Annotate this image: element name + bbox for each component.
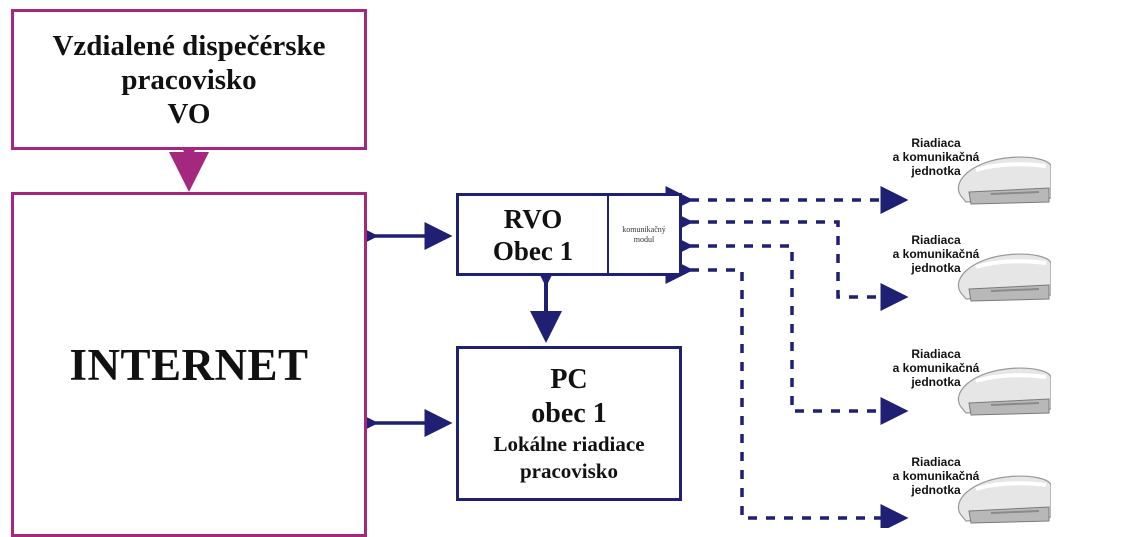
rvo-unit-3-link <box>665 232 909 425</box>
unit-label: Riadiaca a komunikačná jednotka <box>876 347 996 389</box>
unit-label-line-1: Riadiaca <box>911 136 961 150</box>
pc-sub-line-1: Lokálne riadiace <box>493 431 645 456</box>
unit-label-line-2: a komunikačná <box>892 150 980 164</box>
pc-sub-line-2: pracovisko <box>519 458 618 483</box>
rvo-label-line-1: RVO <box>503 203 563 234</box>
rvo-unit-2-link <box>665 208 909 311</box>
pc-label-line-1: PC <box>550 363 588 395</box>
unit-label-line-1: Riadiaca <box>911 233 961 247</box>
remote-dispatch-box: Vzdialené dispečérske pracovisko VO <box>11 9 367 150</box>
unit-label: Riadiaca a komunikačná jednotka <box>876 455 996 497</box>
pc-label-line-2: obec 1 <box>531 397 607 429</box>
unit-label: Riadiaca a komunikačná jednotka <box>876 233 996 275</box>
control-unit-1: Riadiaca a komunikačná jednotka <box>876 136 1051 206</box>
rvo-divider <box>607 196 609 273</box>
unit-label: Riadiaca a komunikačná jednotka <box>876 136 996 178</box>
unit-label-line-2: a komunikačná <box>892 469 980 483</box>
unit-label-line-1: Riadiaca <box>911 455 961 469</box>
module-label-line-1: komunikačný <box>622 224 666 234</box>
street-lamp-icon <box>958 156 1051 205</box>
control-unit-4: Riadiaca a komunikačná jednotka <box>876 455 1051 525</box>
unit-label-line-3: jednotka <box>911 164 961 178</box>
rvo-main-cell: RVO Obec 1 <box>459 196 607 273</box>
dispatch-label-line-2: pracovisko <box>121 63 257 96</box>
unit-label-line-2: a komunikačná <box>892 361 980 375</box>
unit-label-line-1: Riadiaca <box>911 347 961 361</box>
street-lamp-icon <box>958 475 1051 524</box>
pc-box: PC obec 1 Lokálne riadiace pracovisko <box>456 346 682 501</box>
unit-label-line-2: a komunikačná <box>892 247 980 261</box>
street-lamp-icon <box>958 367 1051 416</box>
unit-label-line-3: jednotka <box>911 261 961 275</box>
internet-label: INTERNET <box>69 339 309 390</box>
communication-module-cell: komunikačný modul <box>609 196 679 273</box>
rvo-unit-4-link <box>665 256 909 528</box>
dispatch-label-line-1: Vzdialené dispečérske <box>52 29 326 62</box>
street-lamp-icon <box>958 253 1051 302</box>
module-label-line-2: modul <box>633 234 655 244</box>
unit-label-line-3: jednotka <box>911 483 961 497</box>
control-unit-2: Riadiaca a komunikačná jednotka <box>876 233 1051 303</box>
dispatch-label-line-3: VO <box>167 97 211 130</box>
unit-label-line-3: jednotka <box>911 375 961 389</box>
rvo-label-line-2: Obec 1 <box>492 235 574 266</box>
rvo-box: RVO Obec 1 komunikačný modul <box>456 193 682 276</box>
control-unit-3: Riadiaca a komunikačná jednotka <box>876 347 1051 417</box>
internet-box: INTERNET <box>11 192 367 537</box>
